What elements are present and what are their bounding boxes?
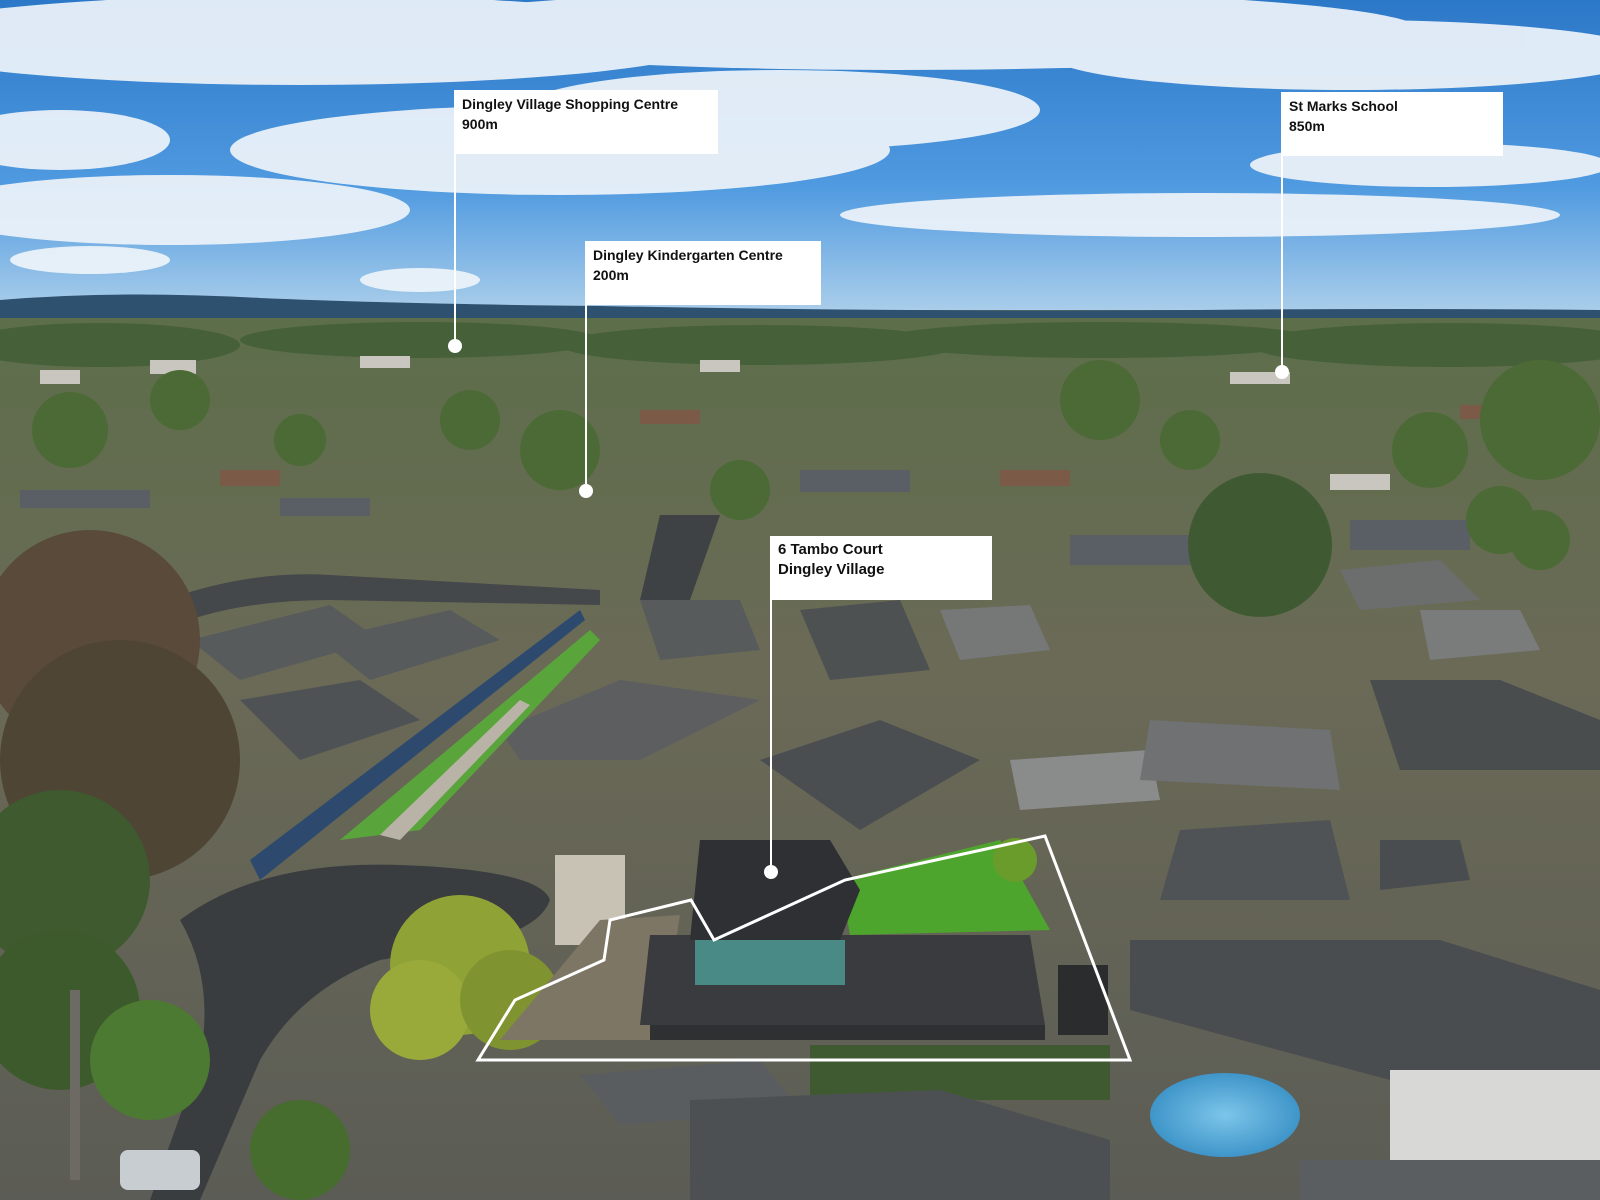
blue-fence xyxy=(250,610,585,880)
power-pole xyxy=(70,990,80,1180)
callout-shopping-centre: Dingley Village Shopping Centre 900m xyxy=(454,90,718,154)
roof-eave xyxy=(650,1025,1045,1040)
upper-storey-wrap xyxy=(695,940,845,985)
callout-kindergarten-distance: 200m xyxy=(593,267,629,283)
hedge xyxy=(810,1045,1110,1100)
footpath xyxy=(380,700,530,840)
st-marks-pin-line xyxy=(1281,155,1283,373)
callout-st-marks-distance: 850m xyxy=(1289,118,1325,134)
upper-roof xyxy=(690,840,860,940)
callout-kindergarten-name: Dingley Kindergarten Centre xyxy=(593,247,783,263)
property-yard xyxy=(500,915,680,1040)
court-road xyxy=(150,864,550,1200)
pool xyxy=(1150,1073,1300,1157)
shopping-centre-pin-line xyxy=(454,153,456,347)
mid-trees xyxy=(32,360,1600,617)
callout-shopping-centre-distance: 900m xyxy=(462,116,498,132)
horizon-hills xyxy=(0,294,1600,322)
callout-st-marks-name: St Marks School xyxy=(1289,98,1398,114)
palm xyxy=(993,838,1037,882)
kindergarten-pin[interactable] xyxy=(579,484,593,498)
callout-kindergarten: Dingley Kindergarten Centre 200m xyxy=(585,241,821,305)
callout-property: 6 Tambo Court Dingley Village xyxy=(770,536,992,600)
neighbour-roof xyxy=(1130,940,1600,1100)
foreground-houses xyxy=(190,560,1600,900)
distant-trees xyxy=(0,322,1600,367)
property-pin-line xyxy=(770,600,772,872)
nature-strip xyxy=(340,630,600,840)
kindergarten-pin-line xyxy=(585,305,587,491)
property-boundary xyxy=(475,834,1133,1062)
callout-property-suburb: Dingley Village xyxy=(778,561,885,578)
callout-property-address: 6 Tambo Court xyxy=(778,541,883,558)
st-marks-pin[interactable] xyxy=(1275,365,1289,379)
bottom-roof-mid xyxy=(690,1090,1110,1200)
street-cross xyxy=(165,574,600,625)
shopping-centre-pin[interactable] xyxy=(448,339,462,353)
street-mid xyxy=(640,515,720,600)
property-pin[interactable] xyxy=(764,865,778,879)
neighbour-wall xyxy=(1390,1070,1600,1160)
bottom-right-roof xyxy=(1300,1160,1600,1200)
left-trees xyxy=(0,530,350,1200)
parked-car xyxy=(120,1150,200,1190)
callout-shopping-centre-name: Dingley Village Shopping Centre xyxy=(462,96,678,112)
callout-st-marks-school: St Marks School 850m xyxy=(1281,92,1503,156)
shed xyxy=(1058,965,1108,1035)
